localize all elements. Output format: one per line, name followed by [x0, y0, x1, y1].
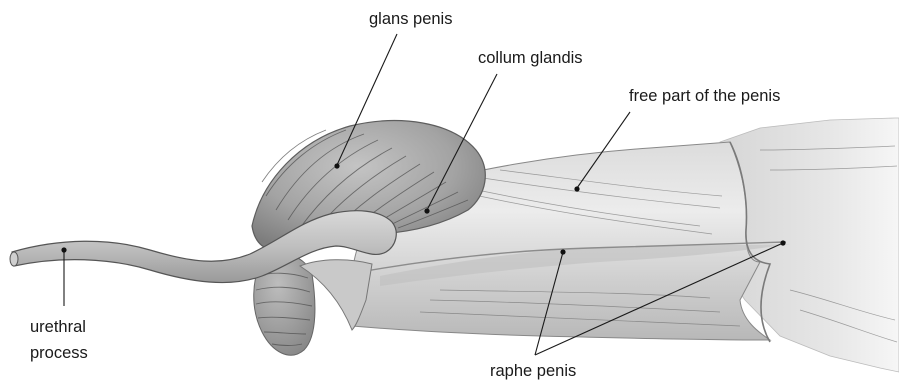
urethral-opening [10, 252, 18, 266]
label-glans-penis: glans penis [369, 10, 452, 28]
pointer-raphe-penis-2 [780, 240, 785, 245]
label-collum-glandis: collum glandis [478, 49, 583, 67]
pointer-glans-penis [334, 163, 339, 168]
pointer-raphe-penis-1 [560, 249, 565, 254]
pointer-collum-glandis [424, 208, 429, 213]
label-urethral-process-line2: process [30, 344, 88, 362]
label-raphe-penis: raphe penis [490, 362, 576, 380]
label-urethral-process-line1: urethral [30, 318, 86, 336]
pointer-urethral-process [61, 247, 66, 252]
pointer-free-part [574, 186, 579, 191]
label-free-part: free part of the penis [629, 87, 780, 105]
